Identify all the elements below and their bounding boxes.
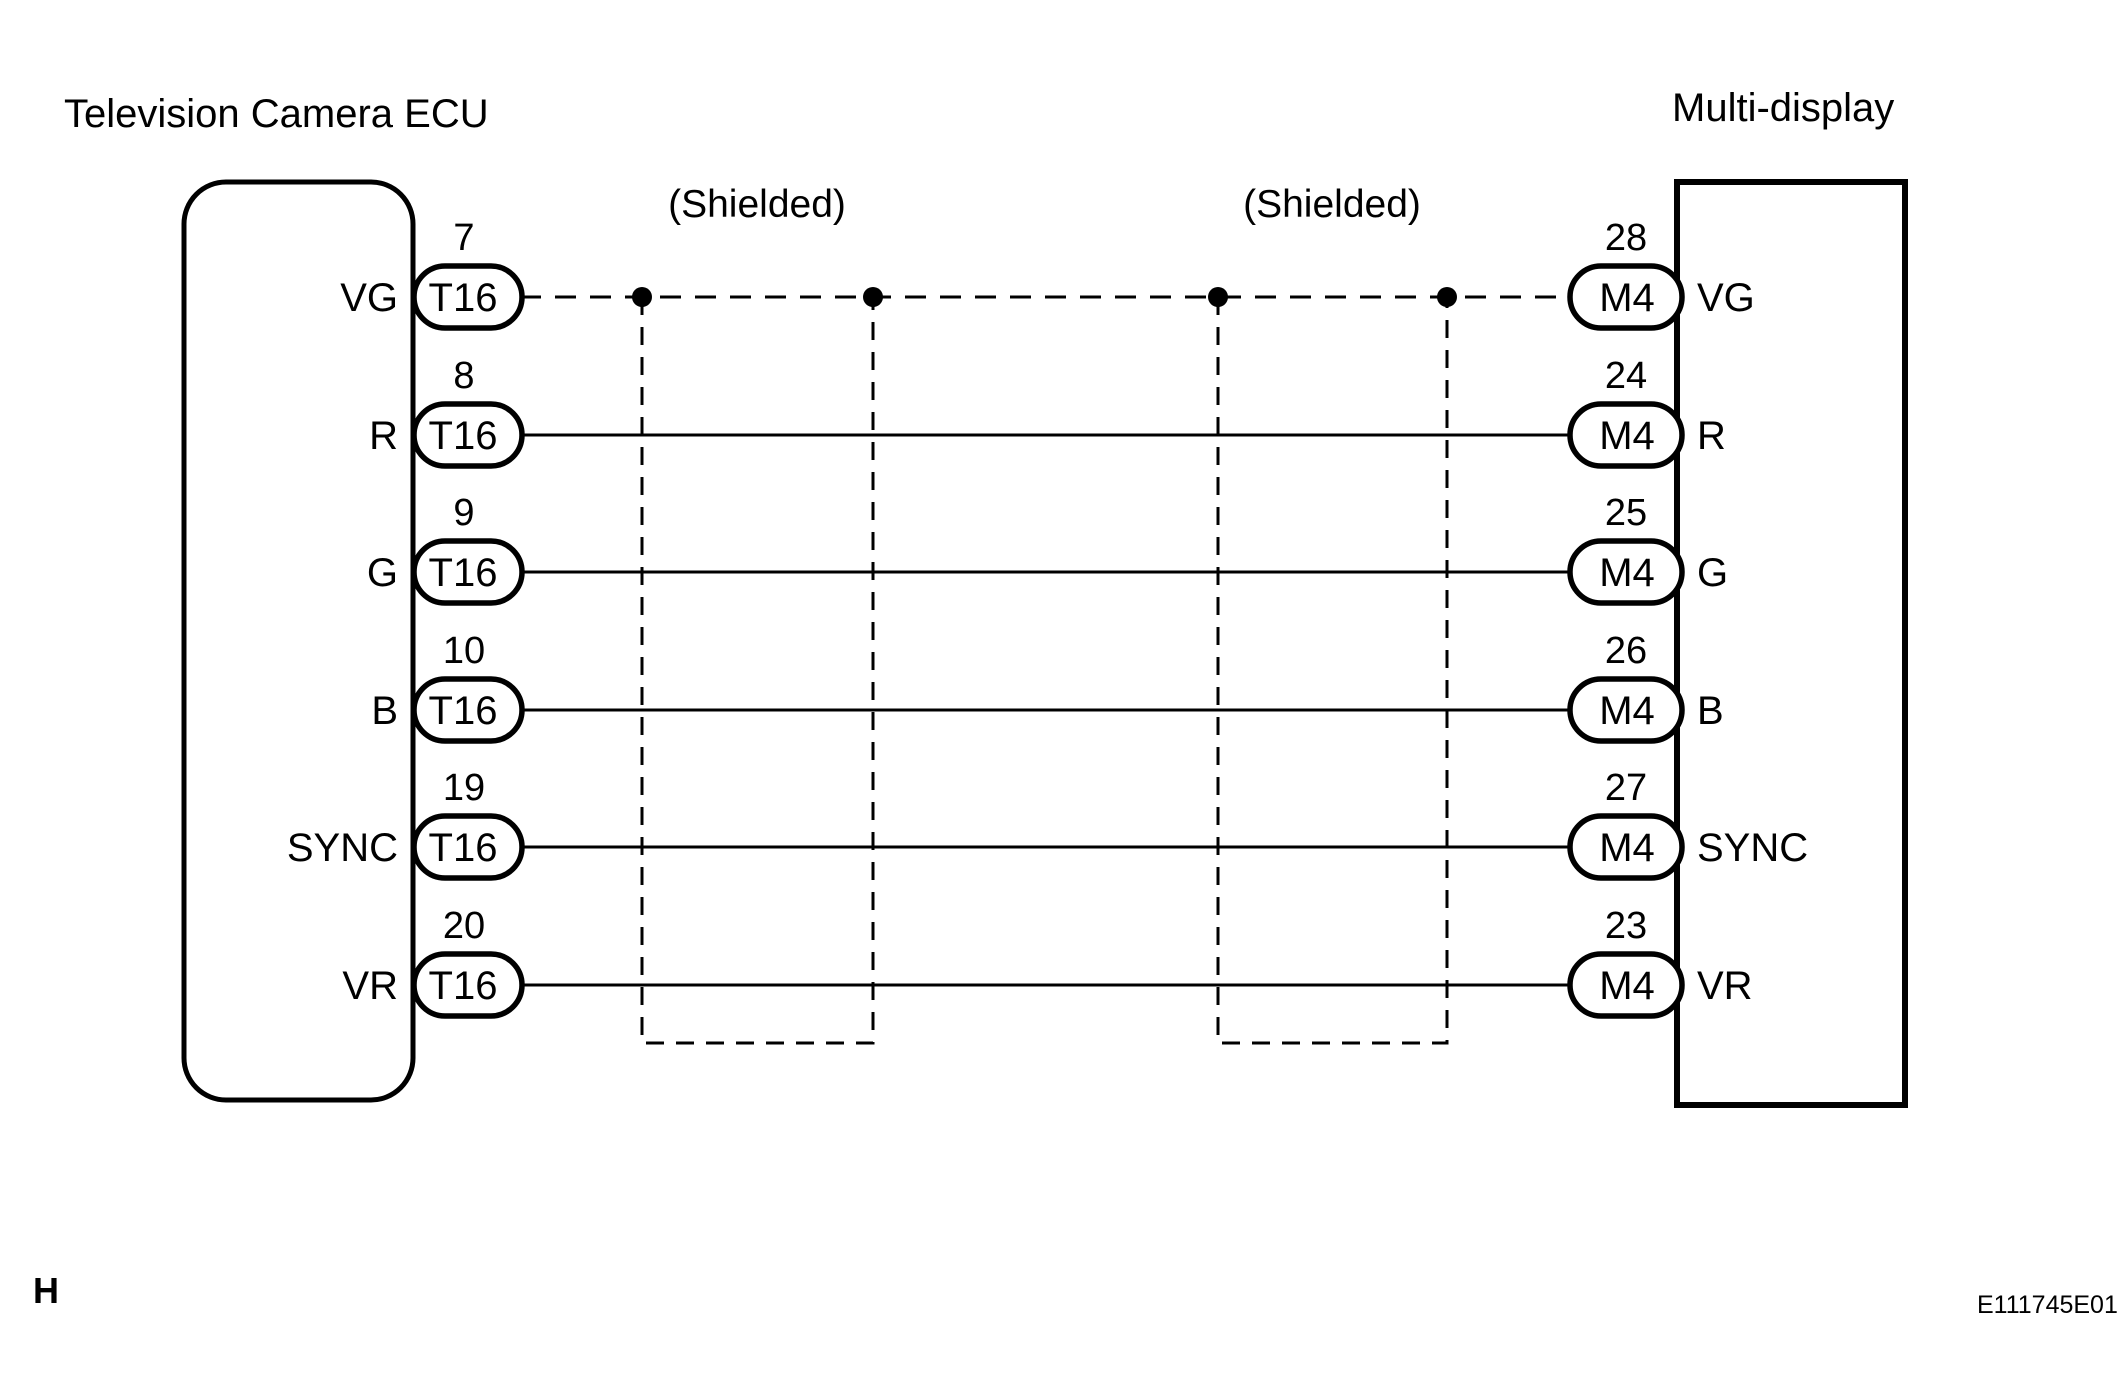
left-pin-number: 10	[443, 630, 485, 672]
page-marker: H	[33, 1270, 59, 1311]
right-signal-label: SYNC	[1697, 826, 1808, 870]
junction-dot-4	[1437, 287, 1457, 307]
right-connector-m4	[1567, 263, 1685, 331]
right-connector-m4	[1567, 951, 1685, 1019]
right-signal-label: VG	[1697, 276, 1755, 320]
right-connector-code: M4	[1599, 689, 1655, 733]
right-pin-number: 26	[1605, 630, 1647, 672]
left-connector-t16	[411, 676, 525, 744]
left-connector-code: T16	[429, 689, 498, 733]
right-component-title: Multi-display	[1672, 86, 1894, 130]
right-pin-number: 27	[1605, 767, 1647, 809]
left-signal-label: VR	[342, 964, 398, 1008]
left-connector-t16	[411, 401, 525, 469]
left-signal-label: SYNC	[287, 826, 398, 870]
left-pin-number: 9	[453, 492, 474, 534]
right-pin-number: 28	[1605, 217, 1647, 259]
left-pin-number: 19	[443, 767, 485, 809]
right-connector-code: M4	[1599, 414, 1655, 458]
left-signal-label: B	[371, 689, 398, 733]
right-connector-m4	[1567, 813, 1685, 881]
left-signal-label: R	[369, 414, 398, 458]
left-connector-code: T16	[429, 276, 498, 320]
left-connector-t16	[411, 813, 525, 881]
left-connector-code: T16	[429, 551, 498, 595]
right-signal-label: VR	[1697, 964, 1753, 1008]
right-connector-code: M4	[1599, 276, 1655, 320]
left-connector-code: T16	[429, 414, 498, 458]
left-connector-t16	[411, 263, 525, 331]
multi-display-box	[1674, 179, 1908, 1108]
shield-label-2: (Shielded)	[1243, 183, 1421, 226]
right-signal-label: R	[1697, 414, 1726, 458]
junction-dot-2	[863, 287, 883, 307]
left-pin-number: 8	[453, 355, 474, 397]
ecu-box	[181, 179, 416, 1103]
junction-dot-1	[632, 287, 652, 307]
left-component-title: Television Camera ECU	[64, 92, 489, 136]
right-pin-number: 25	[1605, 492, 1647, 534]
shield-enclosure-1	[640, 297, 875, 1045]
right-pin-number: 24	[1605, 355, 1647, 397]
shield-enclosure-2	[1216, 297, 1449, 1045]
left-pin-number: 7	[453, 217, 474, 259]
right-connector-m4	[1567, 538, 1685, 606]
shield-label-1: (Shielded)	[668, 183, 846, 226]
right-signal-label: B	[1697, 689, 1724, 733]
left-connector-t16	[411, 951, 525, 1019]
left-pin-number: 20	[443, 905, 485, 947]
left-connector-t16	[411, 538, 525, 606]
figure-code: E111745E01	[1977, 1291, 2118, 1319]
left-signal-label: G	[367, 551, 398, 595]
right-connector-code: M4	[1599, 826, 1655, 870]
right-pin-number: 23	[1605, 905, 1647, 947]
right-signal-label: G	[1697, 551, 1728, 595]
left-connector-code: T16	[429, 826, 498, 870]
left-connector-code: T16	[429, 964, 498, 1008]
left-signal-label: VG	[340, 276, 398, 320]
right-connector-m4	[1567, 401, 1685, 469]
right-connector-code: M4	[1599, 551, 1655, 595]
junction-dot-3	[1208, 287, 1228, 307]
right-connector-m4	[1567, 676, 1685, 744]
right-connector-code: M4	[1599, 964, 1655, 1008]
